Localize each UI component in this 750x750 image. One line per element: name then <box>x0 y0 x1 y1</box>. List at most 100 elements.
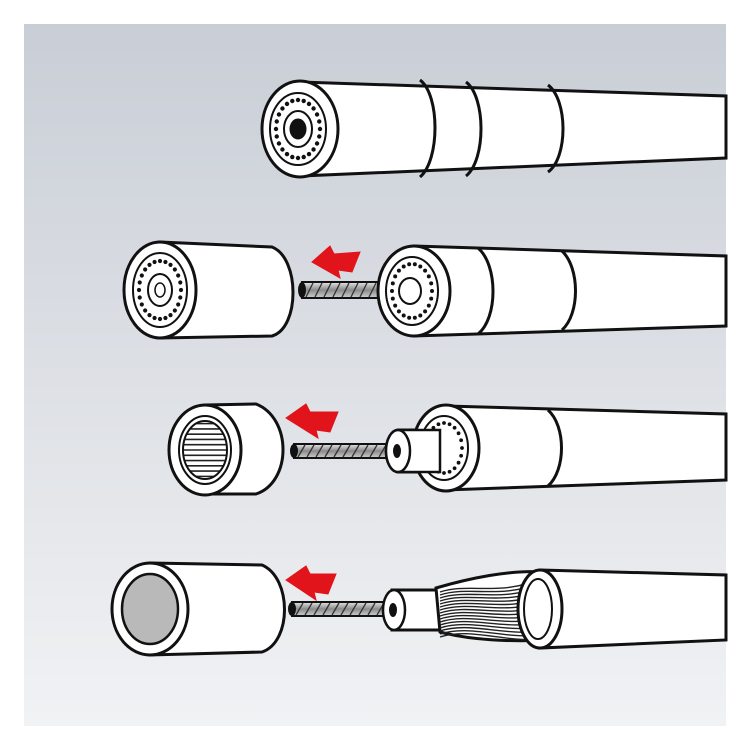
wire-strand <box>314 282 323 298</box>
wire-strand <box>305 282 314 298</box>
wire-strand <box>313 602 322 616</box>
wire-strand <box>323 282 332 298</box>
braid-dot <box>172 267 177 272</box>
step-1-intact-cable <box>260 78 728 179</box>
braid-dot <box>459 438 464 443</box>
step-4-braid-shield <box>110 561 728 657</box>
braid-dot <box>418 313 423 318</box>
braid-dot <box>317 134 322 139</box>
braid-dot <box>163 315 168 321</box>
braid-dot <box>139 302 144 307</box>
braid-dot <box>393 274 398 279</box>
wire-strand <box>342 444 351 458</box>
braid-dot <box>274 119 279 124</box>
braid-dot <box>301 154 306 160</box>
wire-strand <box>333 444 342 458</box>
braid-dot <box>290 154 295 160</box>
wire-strand <box>341 282 350 298</box>
braid-dot <box>429 296 434 301</box>
removed-cap-core <box>120 572 180 646</box>
braid-dot <box>274 134 279 139</box>
braid-dot <box>176 302 181 307</box>
braid-dot <box>317 126 323 132</box>
step-2-inner-conductor <box>122 240 728 340</box>
braid-dot <box>157 316 163 322</box>
braid-dot <box>178 287 184 293</box>
braid-dot <box>317 119 322 124</box>
score-line <box>546 83 565 174</box>
braid-dot <box>276 112 282 117</box>
braid-dot <box>459 453 464 458</box>
braid-dot <box>147 313 152 318</box>
braid-dot <box>280 106 285 111</box>
wire-strand <box>322 602 331 616</box>
braid-dot <box>137 280 142 285</box>
braid-dot <box>426 274 431 279</box>
braid-dot <box>401 264 406 269</box>
braid-dot <box>447 469 452 474</box>
wire-strand <box>306 444 315 458</box>
braid-dot <box>456 431 461 436</box>
braid-dot <box>442 421 446 425</box>
red-arrow-icon <box>311 245 361 280</box>
braid-dot <box>314 141 320 146</box>
braid-dot <box>168 313 173 318</box>
score-line <box>560 249 577 332</box>
braid-dot <box>143 267 148 272</box>
wire-strand <box>368 282 377 298</box>
braid-dot <box>137 295 142 300</box>
braid-dot <box>178 280 183 285</box>
score-line <box>464 80 483 178</box>
braid-dot <box>401 313 406 318</box>
step-3-dielectric <box>167 402 728 497</box>
wire-strand <box>332 282 341 298</box>
score-line <box>418 78 437 179</box>
braid-dot <box>390 289 394 293</box>
wire-strand <box>351 444 360 458</box>
braid-dot <box>306 151 312 157</box>
braid-dot <box>418 264 423 269</box>
braid-dot <box>284 151 290 157</box>
braid-dot <box>452 425 457 430</box>
braid-dot <box>178 295 183 300</box>
braid-dot <box>396 268 401 273</box>
braid-dot <box>442 471 446 475</box>
braid-dot <box>396 309 401 314</box>
braid-dot <box>136 287 142 293</box>
braid-dot <box>273 126 279 132</box>
braid-dot <box>407 262 412 267</box>
braid-dot <box>152 315 157 321</box>
braid-dot <box>295 97 301 103</box>
red-arrow-icon <box>285 403 339 440</box>
braid-dot <box>295 155 301 161</box>
score-line <box>546 408 563 488</box>
braid-dot <box>143 308 148 313</box>
braid-dot <box>407 315 412 320</box>
braid-dot <box>172 308 177 313</box>
braid-dot <box>152 259 157 265</box>
wire-strand <box>295 602 304 616</box>
wire-strand <box>350 282 359 298</box>
braid-dot <box>412 262 417 267</box>
braid-dot <box>176 273 181 278</box>
braid-dot <box>423 309 428 314</box>
wire-strand <box>360 444 369 458</box>
wire-strand <box>369 444 378 458</box>
wire-strand <box>315 444 324 458</box>
braid-dot <box>390 296 395 301</box>
braid-dot <box>284 101 290 107</box>
removed-cap-body <box>158 240 295 340</box>
braid-dot <box>311 106 316 111</box>
wire-strand <box>324 444 333 458</box>
braid-dot <box>390 281 395 286</box>
braid-dot <box>429 281 434 286</box>
braid-dot <box>311 147 316 152</box>
wire-strand <box>304 602 313 616</box>
wire-strand <box>297 444 306 458</box>
braid-dot <box>306 101 312 107</box>
braid-dot <box>426 303 431 308</box>
wire-strand <box>378 444 387 458</box>
braid-dot <box>456 460 461 465</box>
